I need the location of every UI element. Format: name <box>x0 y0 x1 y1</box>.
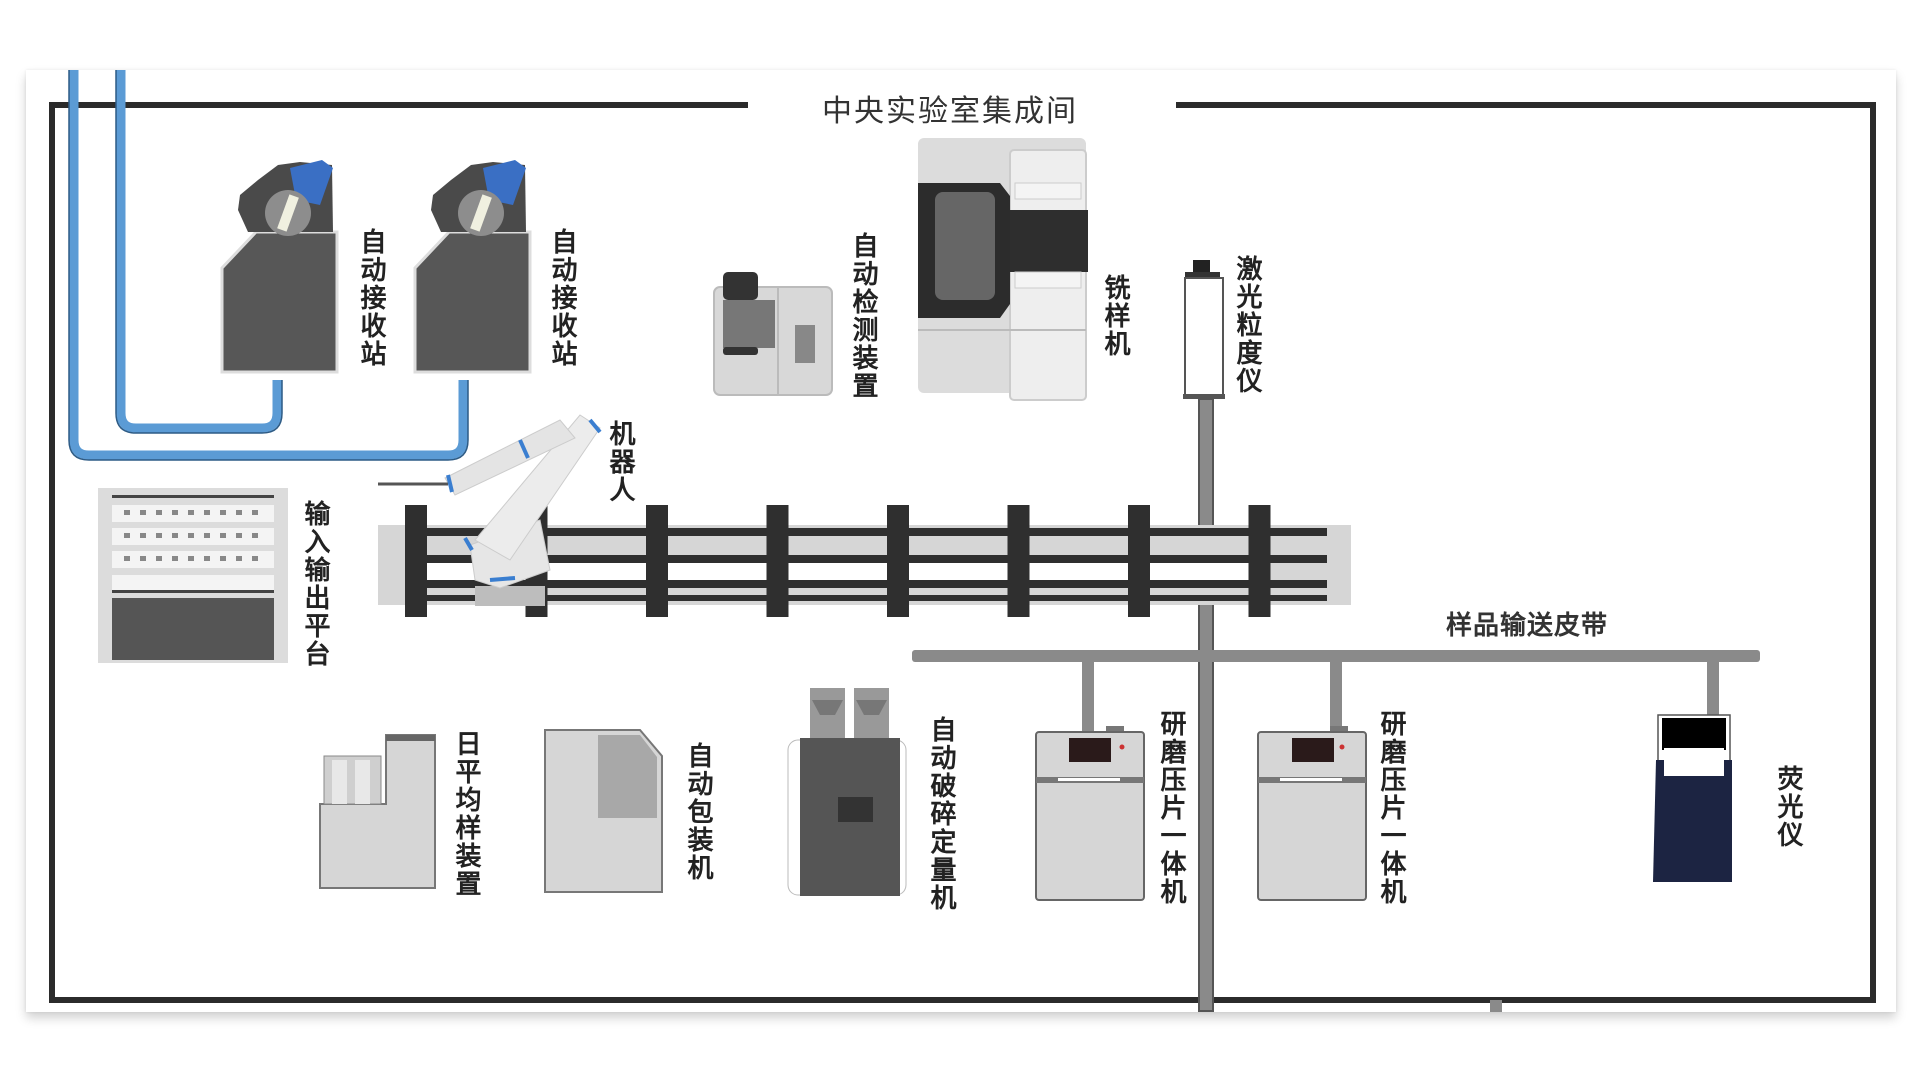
receive-station-2[interactable] <box>413 160 532 374</box>
vertical-conveyor <box>1198 398 1214 1012</box>
label-crushing-dosing: 自动破碎定量机 <box>926 716 956 912</box>
label-receive-station-1: 自动接收站 <box>356 228 386 368</box>
label-milling-machine: 铣样机 <box>1100 274 1130 358</box>
rail-gap <box>788 563 887 580</box>
label-conveyor-belt: 样品输送皮带 <box>1446 611 1609 641</box>
io-platform[interactable] <box>98 488 288 663</box>
daily-average-sampler[interactable] <box>319 734 436 889</box>
rail-sleeper <box>1248 505 1271 617</box>
rail-gap <box>547 563 646 580</box>
rail-gap <box>1150 563 1249 580</box>
rail-gap <box>668 563 767 580</box>
rail-sleeper <box>766 505 789 617</box>
label-auto-packaging: 自动包装机 <box>683 742 713 882</box>
pneumatic-tube-outer <box>69 70 468 460</box>
robot-arm[interactable] <box>378 414 602 606</box>
receive-station-1[interactable] <box>220 160 339 374</box>
label-laser-particle-analyzer: 激光粒度仪 <box>1232 255 1262 395</box>
auto-packaging-machine[interactable] <box>544 729 663 893</box>
rail-sleeper <box>1128 505 1150 617</box>
pneumatic-tubes <box>69 70 468 460</box>
rail-sleeper <box>1007 505 1030 617</box>
fluorescence-instrument[interactable] <box>1653 714 1732 882</box>
label-auto-detection: 自动检测装置 <box>848 232 878 400</box>
laser-particle-analyzer[interactable] <box>1183 260 1225 399</box>
rail-sleeper <box>887 505 909 617</box>
pneumatic-tube-inner <box>116 70 282 433</box>
label-grinding-press-2: 研磨压片一体机 <box>1376 710 1406 906</box>
sample-conveyor-belt <box>912 650 1760 1012</box>
rail-sleeper <box>405 505 427 617</box>
label-receive-station-2: 自动接收站 <box>547 228 577 368</box>
rail-sleeper <box>646 505 668 617</box>
label-robot: 机器人 <box>605 420 635 504</box>
crushing-dosing-machine[interactable] <box>787 688 907 896</box>
milling-machine[interactable] <box>918 138 1088 401</box>
wall-top-left <box>49 102 1876 1003</box>
diagram-title: 中央实验室集成间 <box>822 94 1078 129</box>
grinding-press-machine-2[interactable] <box>1257 726 1367 901</box>
rail-gap <box>1029 563 1128 580</box>
rail-gap <box>909 563 1008 580</box>
label-io-platform: 输入输出平台 <box>300 500 330 668</box>
room-walls <box>49 102 1876 1003</box>
grinding-press-machine-1[interactable] <box>1035 726 1145 901</box>
auto-detection-device[interactable] <box>713 272 833 396</box>
label-grinding-press-1: 研磨压片一体机 <box>1156 710 1186 906</box>
label-daily-average-sampler: 日平均样装置 <box>451 730 481 898</box>
label-fluorescence: 荧光仪 <box>1773 765 1803 849</box>
